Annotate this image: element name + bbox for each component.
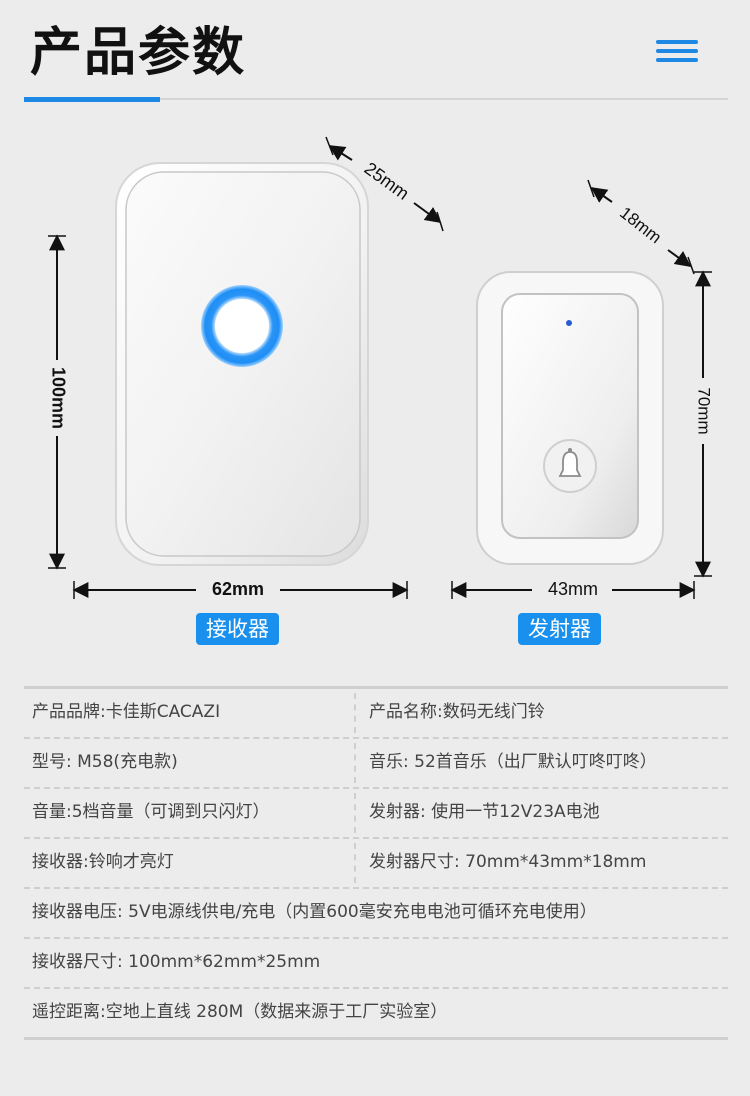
spec-row: 型号: M58(充电款) 音乐: 52首音乐（出厂默认叮咚叮咚） (24, 737, 728, 787)
spec-volume: 音量:5档音量（可调到只闪灯） (32, 802, 270, 822)
receiver-width-label: 62mm (212, 579, 264, 599)
spec-row: 遥控距离:空地上直线 280M（数据来源于工厂实验室） (24, 987, 728, 1040)
page-title: 产品参数 (30, 23, 247, 83)
spec-table: 产品品牌:卡佳斯CACAZI 产品名称:数码无线门铃 型号: M58(充电款) … (24, 686, 728, 1040)
product-illustration: 100mm 62mm 25mm 18mm 70mm 43mm (48, 136, 714, 599)
transmitter-led (566, 320, 572, 326)
spec-row: 接收器尺寸: 100mm*62mm*25mm (24, 937, 728, 987)
title-accent-bar (24, 97, 160, 102)
spec-row: 接收器:铃响才亮灯 发射器尺寸: 70mm*43mm*18mm (24, 837, 728, 887)
spec-receiver-light: 接收器:铃响才亮灯 (32, 852, 174, 872)
spec-brand: 产品品牌:卡佳斯CACAZI (32, 702, 221, 722)
spec-transmitter-size: 发射器尺寸: 70mm*43mm*18mm (369, 852, 647, 872)
spec-model: 型号: M58(充电款) (32, 752, 178, 772)
receiver-depth-label: 25mm (361, 158, 413, 204)
spec-receiver-size: 接收器尺寸: 100mm*62mm*25mm (32, 952, 321, 972)
transmitter-depth-label: 18mm (616, 203, 665, 247)
receiver-height-label: 100mm (48, 367, 68, 429)
transmitter-width-label: 43mm (548, 579, 598, 599)
spec-row: 接收器电压: 5V电源线供电/充电（内置600毫安充电电池可循环充电使用） (24, 887, 728, 937)
receiver-badge: 接收器 (196, 613, 279, 645)
spec-row: 音量:5档音量（可调到只闪灯） 发射器: 使用一节12V23A电池 (24, 787, 728, 837)
menu-icon[interactable] (656, 40, 698, 62)
spec-receiver-voltage: 接收器电压: 5V电源线供电/充电（内置600毫安充电电池可循环充电使用） (32, 902, 597, 922)
transmitter-device (476, 271, 664, 565)
transmitter-badge: 发射器 (518, 613, 601, 645)
spec-transmitter-battery: 发射器: 使用一节12V23A电池 (369, 802, 600, 822)
spec-product-name: 产品名称:数码无线门铃 (369, 702, 545, 722)
receiver-device (115, 162, 369, 566)
spec-range: 遥控距离:空地上直线 280M（数据来源于工厂实验室） (32, 1002, 448, 1022)
spec-row: 产品品牌:卡佳斯CACAZI 产品名称:数码无线门铃 (24, 686, 728, 737)
title-divider (24, 98, 728, 100)
spec-music: 音乐: 52首音乐（出厂默认叮咚叮咚） (369, 752, 657, 772)
transmitter-height-label: 70mm (695, 387, 714, 434)
bell-icon (543, 439, 597, 493)
